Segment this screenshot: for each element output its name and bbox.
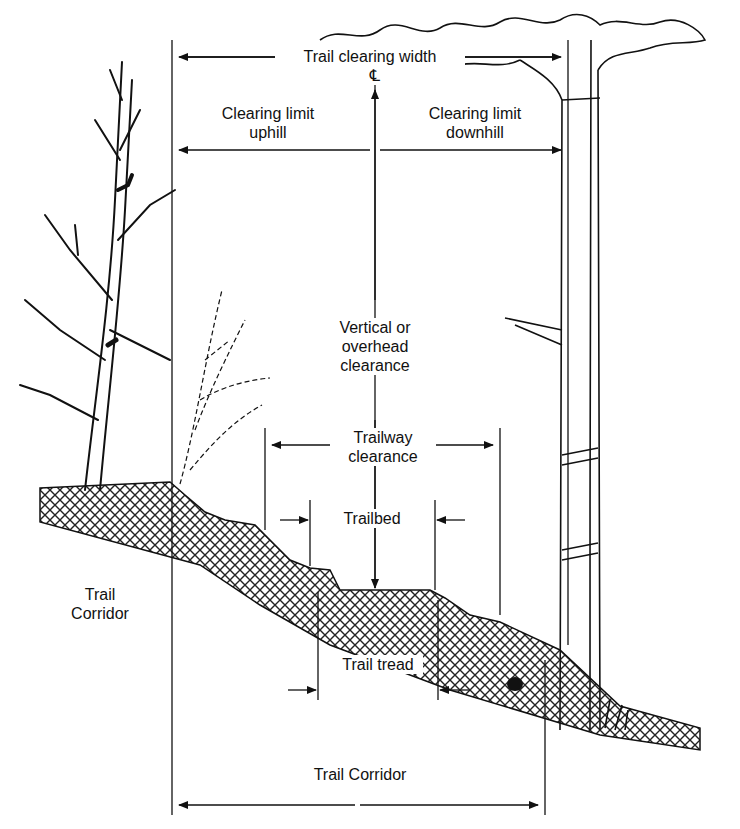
dimension-label: Clearing limit downhill bbox=[408, 104, 543, 142]
dimension-label: Vertical or overhead clearance bbox=[320, 318, 430, 375]
centerline-symbol: ℄ bbox=[364, 66, 386, 85]
cut-branches bbox=[180, 290, 270, 484]
tree bbox=[320, 15, 705, 730]
shrub bbox=[20, 62, 175, 490]
dimension-label: Trail Corridor bbox=[62, 585, 138, 623]
dimension-label: Trail tread bbox=[333, 655, 423, 674]
rock bbox=[507, 677, 523, 691]
dimension-label: Trail Corridor bbox=[285, 765, 435, 784]
dimension-label: Trailbed bbox=[333, 509, 411, 528]
dimension-label: Trailway clearance bbox=[335, 428, 431, 466]
ground-profile bbox=[40, 482, 700, 750]
dimension-label: Clearing limit uphill bbox=[203, 104, 333, 142]
dimension-lines bbox=[172, 40, 568, 815]
dimension-label: Trail clearing width bbox=[275, 47, 465, 66]
